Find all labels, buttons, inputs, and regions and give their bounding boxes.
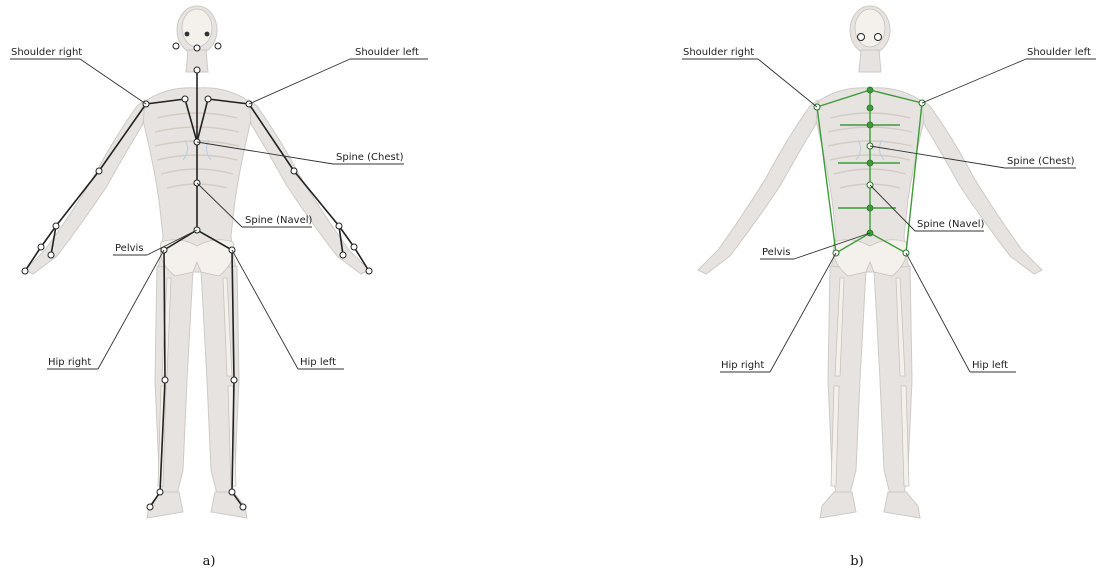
joint-marker [240, 504, 246, 510]
panel-b: Shoulder right Shoulder left Spine (Ches… [682, 6, 1096, 569]
label-spine-chest-a: Spine (Chest) [336, 152, 404, 163]
eye-right-marker-a [185, 32, 190, 37]
joint-marker [867, 122, 873, 128]
label-pelvis-b: Pelvis [762, 247, 791, 258]
joint-marker [53, 223, 59, 229]
caption-b: b) [850, 554, 863, 569]
joint-marker [22, 268, 28, 274]
joint-marker [205, 96, 211, 102]
label-hip-right-b: Hip right [721, 360, 764, 371]
joint-marker [867, 160, 873, 166]
joint-marker [340, 252, 346, 258]
joint-marker [194, 67, 200, 73]
joint-marker [157, 489, 163, 495]
joint-marker [48, 252, 54, 258]
joint-marker [194, 45, 200, 51]
joint-marker [291, 168, 297, 174]
joint-marker [336, 223, 342, 229]
label-spine-chest-b: Spine (Chest) [1007, 156, 1075, 167]
label-spine-navel-a: Spine (Navel) [245, 215, 313, 226]
label-hip-left-b: Hip left [972, 360, 1008, 371]
eye-right-marker-b [858, 34, 865, 41]
label-shoulder-right-a: Shoulder right [11, 47, 82, 58]
joint-marker [867, 87, 873, 93]
joint-marker [173, 43, 179, 49]
joint-marker [182, 96, 188, 102]
caption-a: a) [203, 554, 216, 569]
label-hip-left-a: Hip left [300, 357, 336, 368]
label-pelvis-a: Pelvis [115, 243, 144, 254]
label-shoulder-left-a: Shoulder left [355, 47, 419, 58]
label-shoulder-left-b: Shoulder left [1027, 47, 1091, 58]
joint-marker [215, 43, 221, 49]
joint-marker [162, 377, 168, 383]
panel-a: Shoulder right Shoulder left Spine (Ches… [10, 6, 428, 569]
joint-marker [867, 105, 873, 111]
label-spine-navel-b: Spine (Navel) [917, 219, 985, 230]
joint-marker [366, 268, 372, 274]
joint-marker [147, 504, 153, 510]
joint-marker [867, 205, 873, 211]
body-silhouette-b [698, 6, 1042, 518]
joint-marker [96, 168, 102, 174]
label-hip-right-a: Hip right [48, 357, 91, 368]
joint-marker [38, 244, 44, 250]
eye-left-marker-a [205, 32, 210, 37]
joint-marker [231, 377, 237, 383]
label-shoulder-right-b: Shoulder right [683, 47, 754, 58]
joint-marker [229, 489, 235, 495]
eye-left-marker-b [875, 34, 882, 41]
skeleton-a [22, 43, 372, 510]
joint-marker [351, 244, 357, 250]
